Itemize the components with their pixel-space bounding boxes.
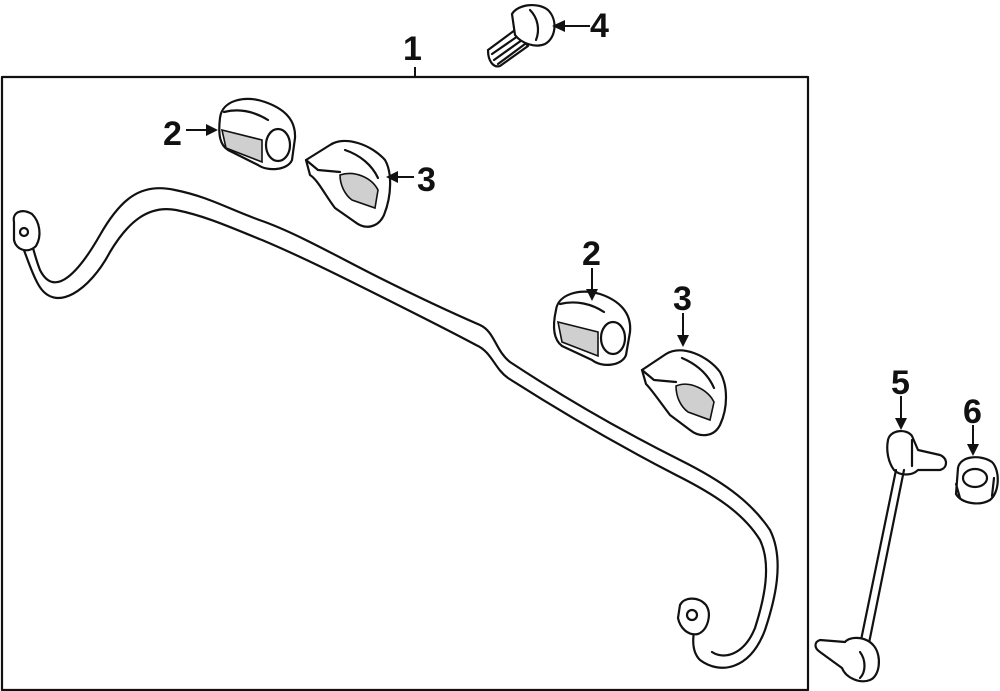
callout-1: 1: [403, 30, 422, 68]
leader-6: [967, 425, 979, 456]
bushing-clamp-icon[interactable]: [304, 140, 392, 228]
bushing-icon[interactable]: [218, 97, 297, 171]
bolt-icon[interactable]: [486, 4, 556, 68]
assembly-frame: [0, 75, 810, 691]
bushing-icon-2[interactable]: [552, 290, 632, 366]
leader-3b: [677, 313, 689, 347]
callout-3a: 3: [417, 161, 436, 199]
stabilizer-bar-icon[interactable]: [12, 187, 779, 669]
callout-5: 5: [891, 364, 910, 402]
bushing-clamp-icon-2[interactable]: [640, 349, 728, 437]
leader-4: [552, 20, 590, 32]
callout-2a: 2: [163, 115, 182, 153]
callout-6: 6: [963, 393, 982, 431]
callout-2b: 2: [582, 235, 601, 273]
nut-icon[interactable]: [954, 456, 999, 505]
leader-2b: [586, 268, 598, 301]
stabilizer-link-icon[interactable]: [814, 430, 948, 683]
callout-4: 4: [590, 7, 609, 45]
leader-5: [895, 396, 907, 430]
leader-3a: [386, 171, 414, 183]
leader-2a: [186, 124, 218, 136]
callout-3b: 3: [673, 280, 692, 318]
